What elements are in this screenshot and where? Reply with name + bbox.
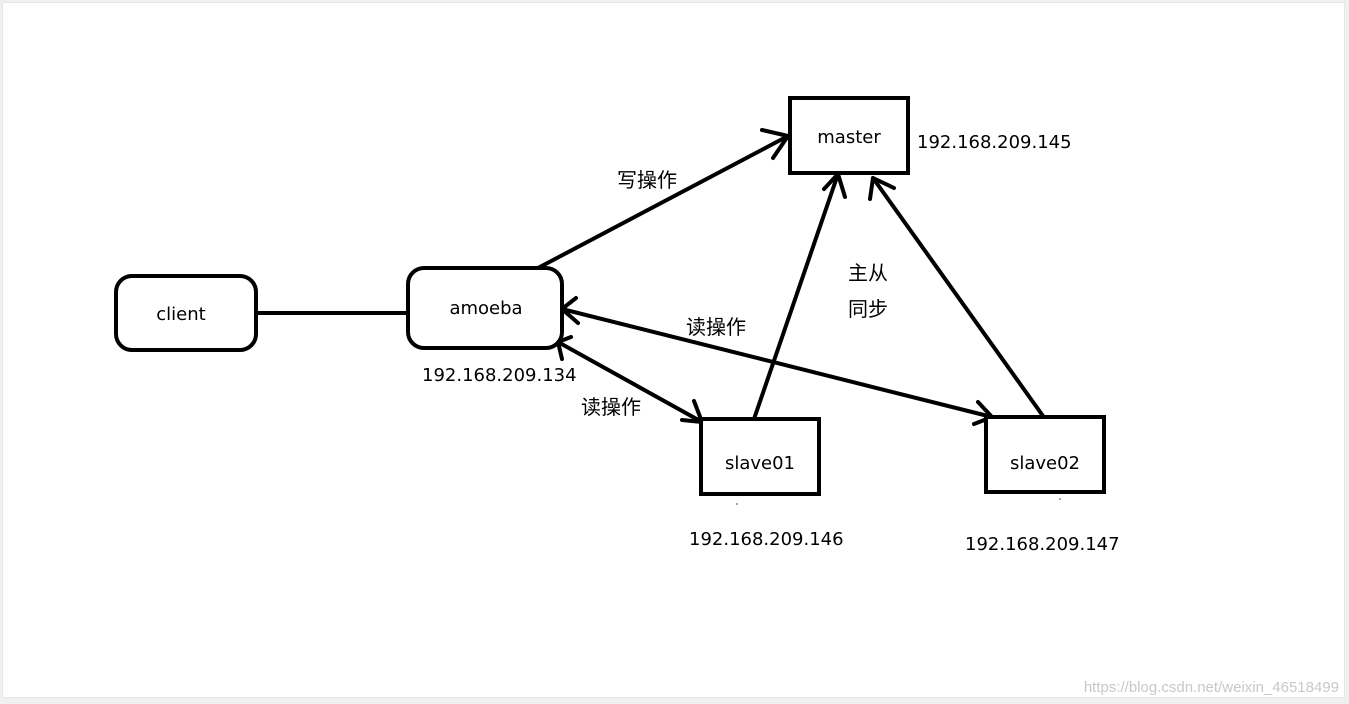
slave02-box bbox=[984, 415, 1106, 494]
amoeba-label: amoeba bbox=[449, 298, 522, 319]
node-amoeba: amoeba bbox=[406, 266, 564, 350]
slave02-ip: 192.168.209.147 bbox=[965, 534, 1120, 555]
node-slave02: slave02 bbox=[984, 415, 1106, 494]
watermark-url: https://blog.csdn.net/weixin_46518499 bbox=[1084, 679, 1339, 696]
client-label: client bbox=[156, 304, 205, 325]
client-box bbox=[114, 274, 258, 352]
edge-amoeba-master-write bbox=[536, 134, 790, 270]
sync-label-line2: 同步 bbox=[848, 297, 888, 321]
master-label: master bbox=[817, 127, 881, 148]
amoeba-ip: 192.168.209.134 bbox=[422, 365, 577, 386]
amoeba-box bbox=[406, 266, 564, 350]
master-ip: 192.168.209.145 bbox=[917, 132, 1072, 153]
master-box bbox=[788, 96, 910, 175]
edge-amoeba-slave02-read bbox=[560, 307, 994, 419]
edge-slave01-master-sync bbox=[752, 172, 840, 421]
slave01-label: slave01 bbox=[725, 453, 795, 474]
edge-amoeba-slave01-read bbox=[556, 340, 704, 424]
dot-mark bbox=[736, 503, 738, 505]
arrowhead-master-sync-slave02 bbox=[868, 176, 896, 201]
write-operation-label: 写操作 bbox=[617, 168, 677, 192]
sync-label-line1: 主从 bbox=[848, 261, 888, 285]
node-slave01: slave01 bbox=[699, 417, 821, 496]
slave01-ip: 192.168.209.146 bbox=[689, 529, 844, 550]
slave02-label: slave02 bbox=[1010, 453, 1080, 474]
dot-mark bbox=[1059, 498, 1061, 500]
read-operation-label-slave02: 读操作 bbox=[686, 315, 746, 339]
node-client: client bbox=[114, 274, 258, 352]
node-master: master bbox=[788, 96, 910, 175]
edge-slave02-master-sync bbox=[871, 176, 1045, 418]
read-operation-label-slave01: 读操作 bbox=[581, 395, 641, 419]
slave01-box bbox=[699, 417, 821, 496]
